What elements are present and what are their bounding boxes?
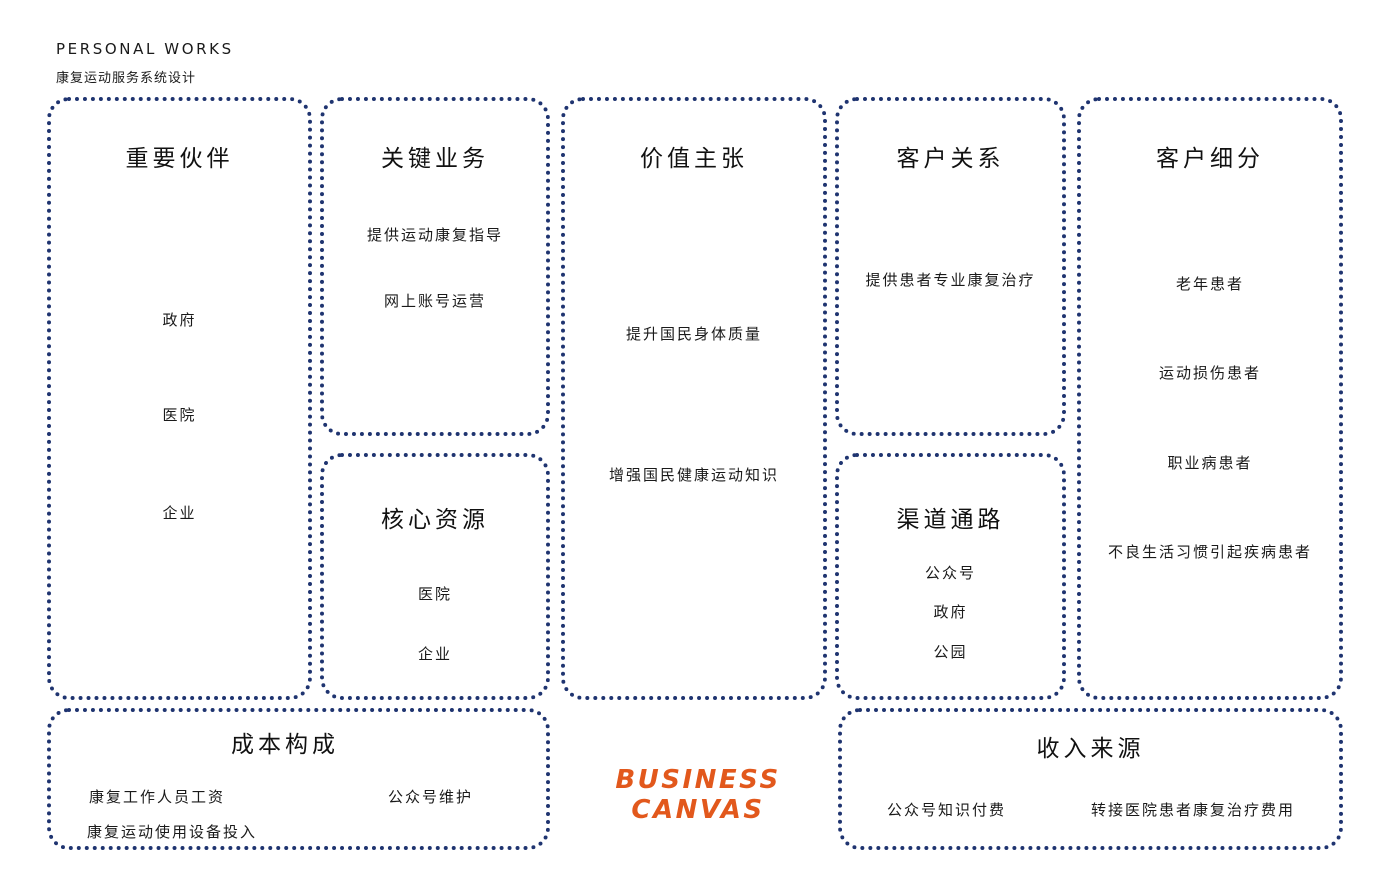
- customer-relationships-block: 客户关系 提供患者专业康复治疗: [835, 97, 1066, 436]
- header-title: PERSONAL WORKS: [56, 40, 234, 58]
- channels-item: 公园: [933, 643, 968, 661]
- cost-structure-item: 康复工作人员工资: [89, 788, 226, 806]
- customer-segments-title: 客户细分: [1156, 146, 1264, 172]
- header-subtitle: 康复运动服务系统设计: [56, 71, 197, 86]
- key-activities-title: 关键业务: [381, 146, 489, 172]
- channels-title: 渠道通路: [896, 507, 1005, 533]
- customer-segments-block: 客户细分 老年患者 运动损伤患者 职业病患者 不良生活习惯引起疾病患者: [1077, 97, 1343, 700]
- cost-structure-title: 成本构成: [231, 732, 339, 758]
- cost-structure-item: 康复运动使用设备投入: [87, 823, 258, 841]
- key-resources-block: 核心资源 医院 企业: [320, 453, 550, 700]
- customer-relationships-title: 客户关系: [896, 146, 1005, 172]
- value-propositions-item: 增强国民健康运动知识: [608, 466, 779, 484]
- key-activities-item: 网上账号运营: [383, 292, 486, 310]
- key-partners-block: 重要伙伴 政府 医院 企业: [47, 97, 312, 700]
- key-resources-item: 医院: [417, 585, 452, 603]
- value-propositions-title: 价值主张: [640, 146, 748, 172]
- key-partners-title: 重要伙伴: [125, 146, 234, 172]
- revenue-streams-item: 转接医院患者康复治疗费用: [1091, 801, 1296, 819]
- customer-segments-item: 老年患者: [1175, 275, 1244, 293]
- value-propositions-item: 提升国民身体质量: [625, 325, 762, 343]
- channels-item: 公众号: [924, 564, 976, 582]
- revenue-streams-title: 收入来源: [1036, 736, 1145, 762]
- key-activities-item: 提供运动康复指导: [366, 226, 503, 244]
- revenue-streams-item: 公众号知识付费: [887, 801, 1007, 819]
- key-activities-block: 关键业务 提供运动康复指导 网上账号运营: [320, 97, 550, 436]
- key-resources-title: 核心资源: [381, 507, 489, 533]
- customer-segments-item: 不良生活习惯引起疾病患者: [1107, 543, 1312, 561]
- key-partners-item: 医院: [162, 406, 197, 424]
- key-partners-item: 政府: [162, 311, 197, 329]
- revenue-streams-block: 收入来源 公众号知识付费 转接医院患者康复治疗费用: [838, 708, 1343, 850]
- customer-relationships-item: 提供患者专业康复治疗: [865, 271, 1036, 289]
- key-resources-item: 企业: [417, 645, 452, 663]
- channels-block: 渠道通路 公众号 政府 公园: [835, 453, 1066, 700]
- business-canvas-label: BUSINESS CANVAS: [615, 765, 781, 825]
- customer-segments-item: 运动损伤患者: [1158, 364, 1261, 382]
- cost-structure-item: 公众号维护: [388, 788, 474, 806]
- channels-item: 政府: [933, 603, 968, 621]
- customer-segments-item: 职业病患者: [1167, 454, 1253, 472]
- cost-structure-block: 成本构成 康复工作人员工资 公众号维护 康复运动使用设备投入: [47, 708, 550, 850]
- value-propositions-block: 价值主张 提升国民身体质量 增强国民健康运动知识: [561, 97, 827, 700]
- key-partners-item: 企业: [162, 504, 197, 522]
